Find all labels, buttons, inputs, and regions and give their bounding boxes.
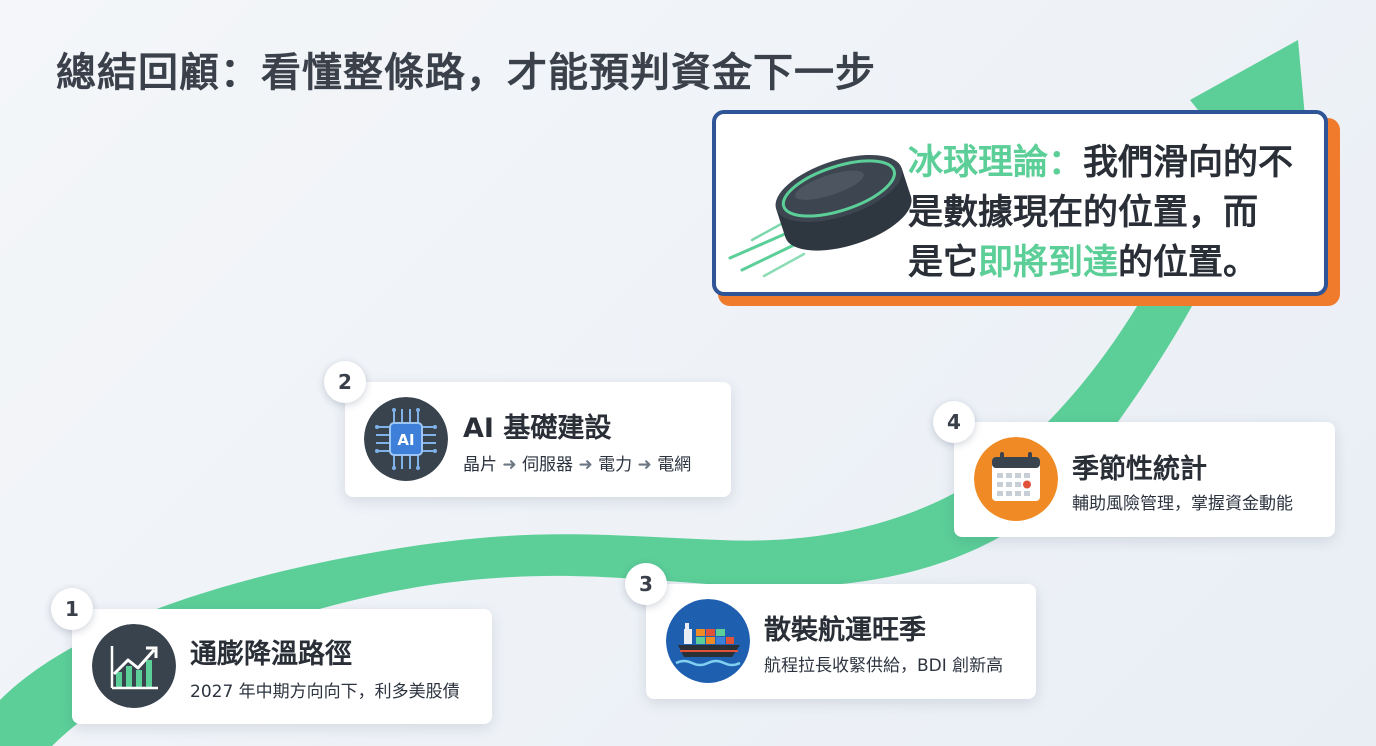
growth-arrow-shape: [0, 40, 1308, 746]
speed-lines: [728, 216, 806, 278]
step-desc-1: 2027 年中期方向向下，利多美股債: [190, 682, 460, 702]
page-title: 總結回顧：看懂整條路，才能預判資金下一步: [56, 50, 876, 96]
chain-arrow-icon: ➜: [502, 455, 517, 475]
step-title-3: 散裝航運旺季: [764, 615, 926, 646]
chain-item: 伺服器: [522, 455, 574, 475]
quote-line3-highlight: 即將到達: [978, 243, 1119, 283]
step-title-2: AI 基礎建設: [463, 413, 612, 444]
step-badge-2: 2: [324, 361, 366, 403]
svg-text:AI: AI: [397, 431, 414, 449]
calendar-icon: [974, 437, 1058, 521]
hockey-puck-icon: [728, 154, 912, 278]
cargo-ship-icon: [666, 599, 750, 683]
quote-line2: 是數據現在的位置，而: [908, 193, 1259, 233]
step-title-1: 通膨降溫路徑: [190, 639, 352, 670]
chain-arrow-icon: ➜: [578, 455, 593, 475]
step-badge-4: 4: [933, 401, 975, 443]
quote-text: 冰球理論：我們滑向的不 是數據現在的位置，而 是它即將到達的位置。: [908, 138, 1328, 288]
step-badge-1: 1: [51, 588, 93, 630]
step-title-4: 季節性統計: [1072, 454, 1207, 485]
ai-chip-icon: AI: [364, 397, 448, 481]
step-desc-4: 輔助風險管理，掌握資金動能: [1072, 494, 1293, 514]
chart-up-icon: [92, 624, 176, 708]
quote-line3-pre: 是它: [908, 243, 979, 283]
quote-label: 冰球理論：: [908, 143, 1084, 183]
chain-item: 電網: [657, 455, 692, 475]
chain-item: 電力: [598, 455, 633, 475]
chain-arrow-icon: ➜: [637, 455, 652, 475]
quote-line3-post: 的位置。: [1118, 243, 1259, 283]
quote-line1: 我們滑向的不: [1083, 143, 1294, 183]
step-chain-2: 晶片 ➜ 伺服器 ➜ 電力 ➜ 電網: [463, 450, 691, 475]
chain-item: 晶片: [463, 455, 497, 475]
step-badge-3: 3: [625, 563, 667, 605]
step-desc-3: 航程拉長收緊供給，BDI 創新高: [764, 656, 1004, 676]
